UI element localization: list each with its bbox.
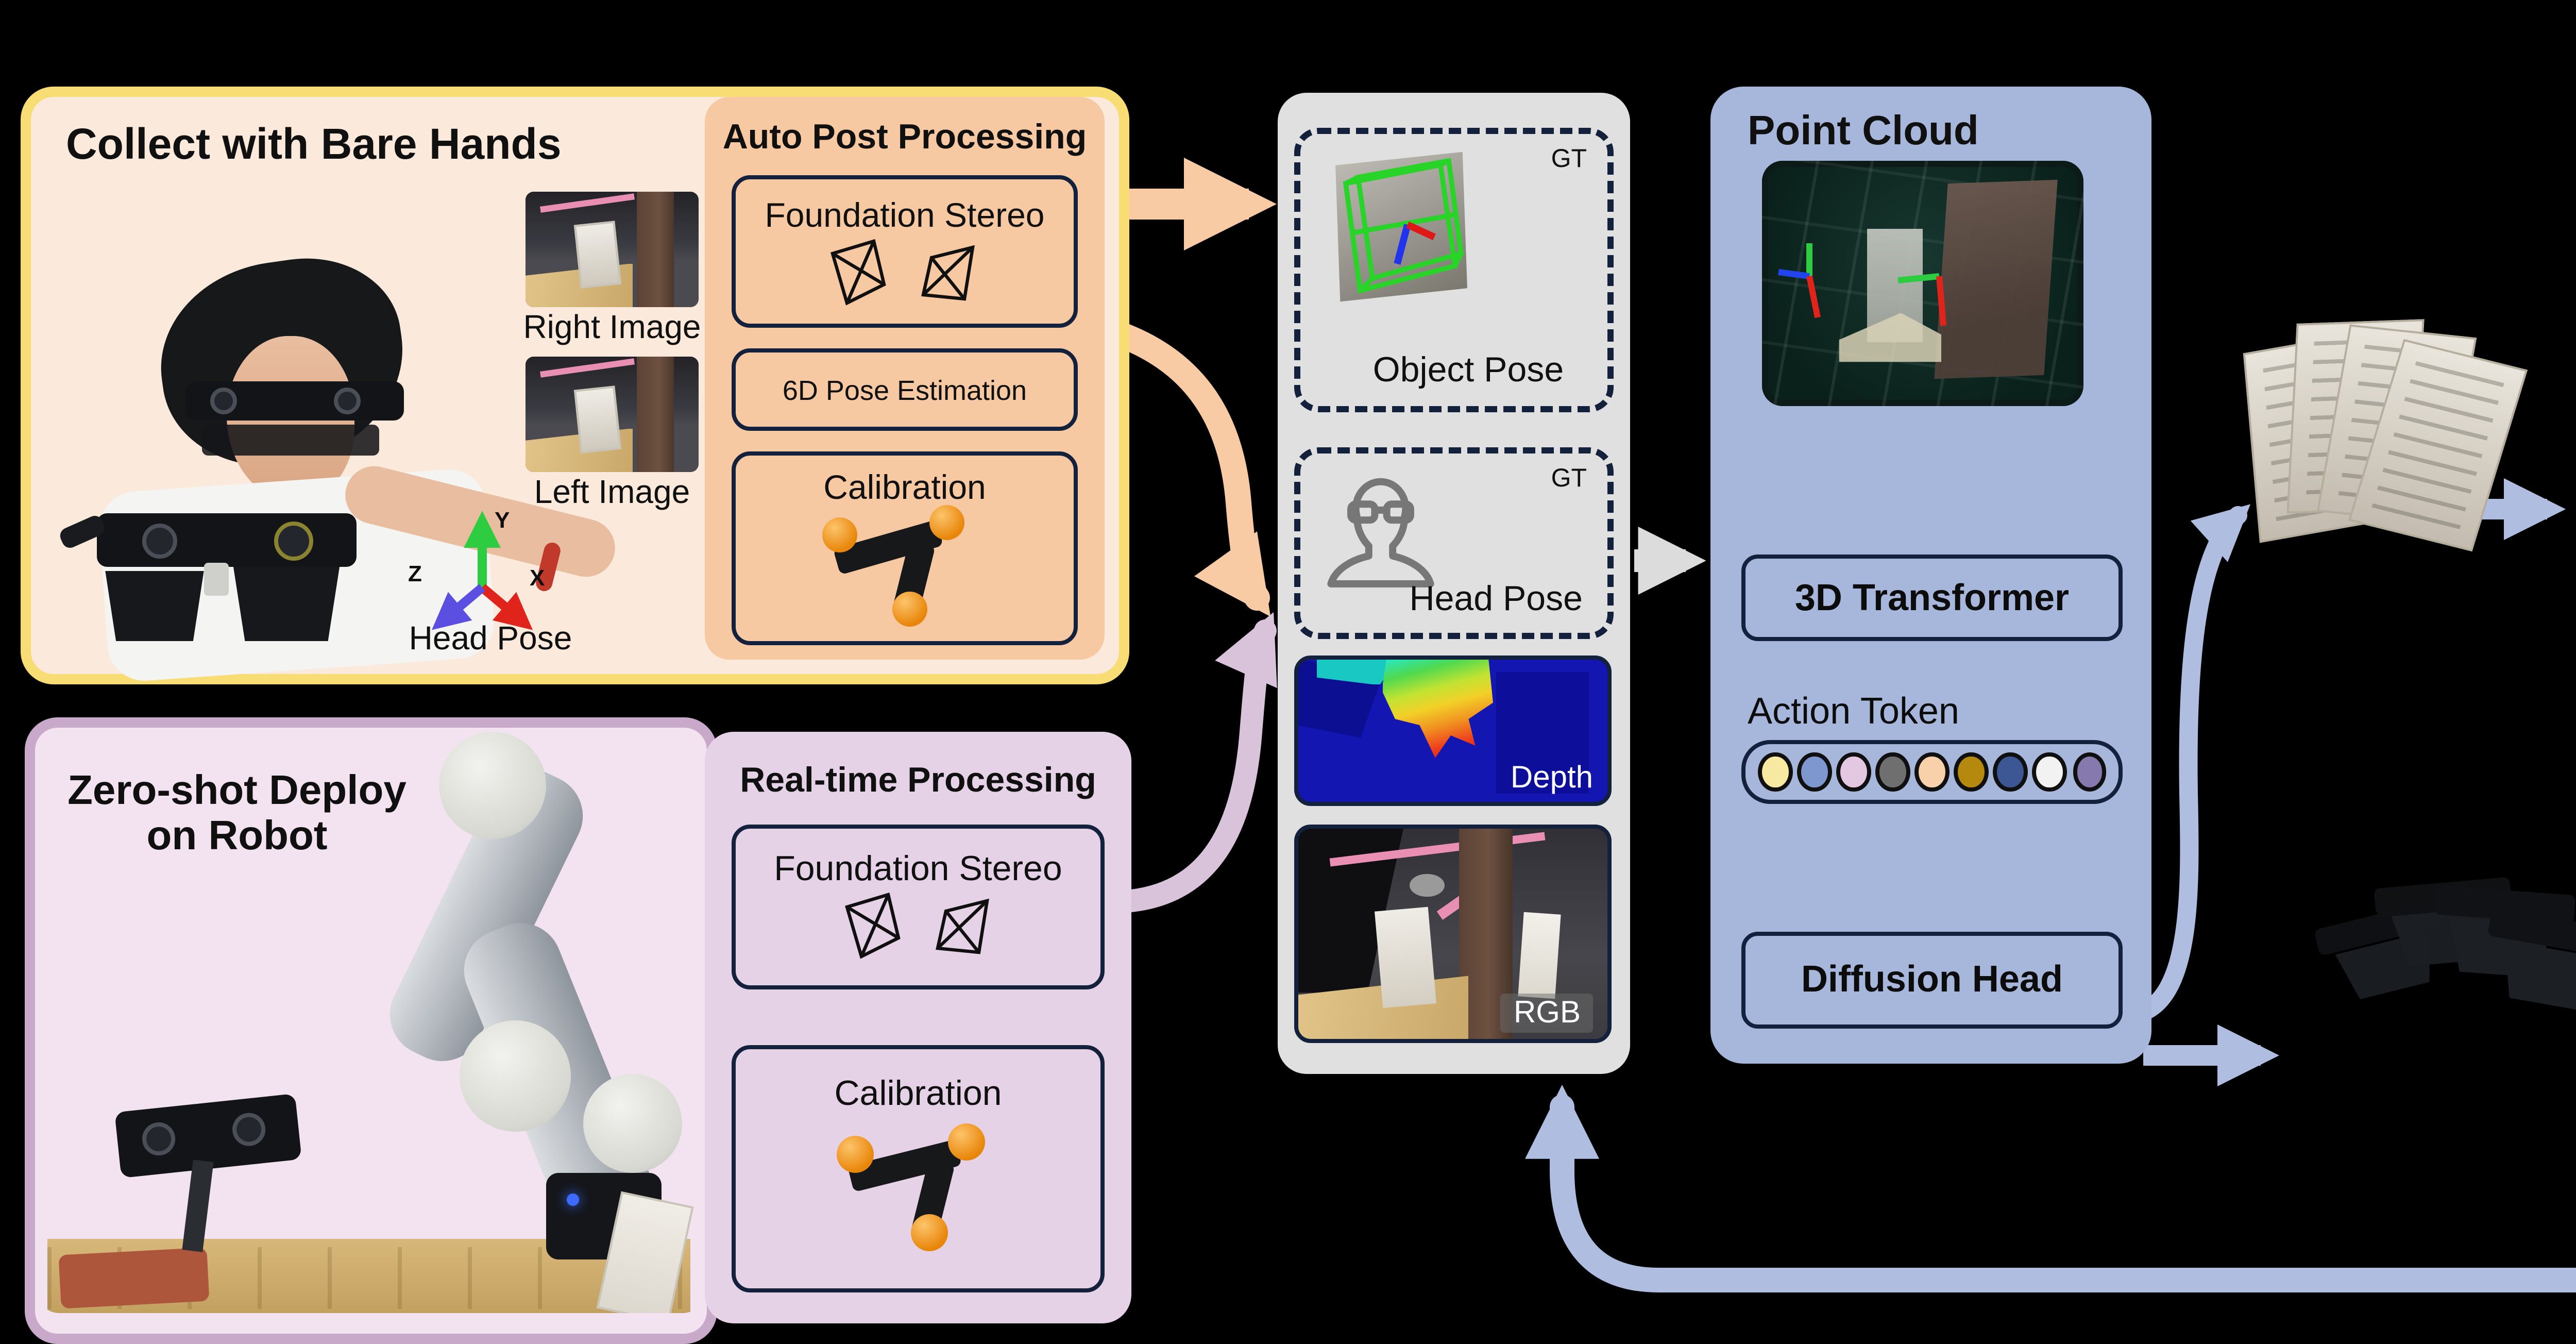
- person-glasses: [202, 425, 379, 456]
- head-pose-trajectory: [2313, 866, 2576, 1088]
- realtime-foundation-stereo-box: Foundation Stereo: [732, 825, 1105, 989]
- action-token-circle: [1875, 752, 1910, 792]
- zero-shot-deploy-panel: Zero-shot Deploy on Robot: [25, 717, 717, 1344]
- head-with-glasses-icon: [1327, 478, 1434, 587]
- foundation-stereo-box: Foundation Stereo: [732, 175, 1078, 328]
- deploy-title-line2: on Robot: [146, 815, 328, 861]
- realtime-calibration-box: Calibration: [732, 1045, 1105, 1292]
- head-pose-label: Head Pose: [409, 623, 572, 658]
- action-token-circle: [1836, 752, 1871, 792]
- arrow-diffusion-to-object-trajectory: [2126, 504, 2251, 1023]
- observation-panel: GT Object Pose GT: [1278, 93, 1630, 1074]
- foundation-stereo-label: Foundation Stereo: [765, 198, 1045, 235]
- rgb-image: RGB: [1294, 825, 1612, 1043]
- pose-estimation-label: 6D Pose Estimation: [782, 374, 1027, 405]
- arrow-feedback-loop: [1525, 1084, 2576, 1292]
- pointcloud-object-axes-icon: [1898, 272, 1947, 325]
- action-token-label: Action Token: [1748, 691, 1959, 732]
- action-token-circle: [1993, 752, 2028, 792]
- collect-title: Collect with Bare Hands: [66, 122, 562, 169]
- object-pose-image: [1325, 150, 1482, 307]
- realtime-processing-panel: Real-time Processing Foundation Stereo C…: [705, 732, 1131, 1323]
- pose-estimation-box: 6D Pose Estimation: [732, 348, 1078, 431]
- right-image-thumbnail: [526, 192, 699, 307]
- head-pose-axes-icon: [431, 511, 533, 630]
- transformer-label: 3D Transformer: [1794, 576, 2070, 617]
- stereo-frustums-icon: [831, 239, 975, 306]
- realtime-foundation-stereo-label: Foundation Stereo: [774, 849, 1062, 888]
- realtime-stereo-frustums-icon: [844, 892, 988, 959]
- person-headset-camera: [185, 381, 404, 421]
- action-token-circle: [1758, 752, 1792, 792]
- point-cloud-image: [1762, 161, 2083, 406]
- point-cloud-title: Point Cloud: [1748, 109, 1979, 155]
- diffusion-head-box: Diffusion Head: [1741, 932, 2123, 1029]
- head-pose-box: GT Head Pose: [1294, 447, 1614, 639]
- person-photo: [97, 246, 659, 683]
- depth-image: Depth: [1294, 656, 1612, 806]
- action-token-circle: [2032, 752, 2067, 792]
- object-pose-gt-badge: GT: [1551, 144, 1587, 173]
- realtime-title: Real-time Processing: [740, 761, 1096, 800]
- calibration-box: Calibration: [732, 451, 1078, 645]
- arrow-realtime-to-depth: [1120, 612, 1277, 912]
- auto-post-processing-panel: Auto Post Processing Foundation Stereo 6…: [705, 97, 1105, 660]
- auto-post-title: Auto Post Processing: [722, 117, 1087, 157]
- deploy-title-line1: Zero-shot Deploy: [67, 769, 406, 814]
- pointcloud-axes-icon: [1778, 242, 1821, 317]
- realtime-calibration-label: Calibration: [834, 1074, 1002, 1113]
- arrow-autopost-to-depth: [1094, 317, 1271, 617]
- action-token-circle: [1954, 752, 1989, 792]
- rgb-label: RGB: [1501, 994, 1593, 1033]
- object-pose-label: Object Pose: [1372, 350, 1564, 390]
- right-image-label: Right Image: [523, 311, 701, 346]
- transformer-box: 3D Transformer: [1741, 555, 2123, 641]
- realtime-calibration-tool-icon: [836, 1123, 1001, 1251]
- policy-panel: Point Cloud 3D Transformer Action Token: [1710, 87, 2151, 1064]
- head-pose-box-label: Head Pose: [1409, 579, 1583, 618]
- deploy-title: Zero-shot Deploy on Robot: [52, 769, 422, 861]
- action-token-circle: [2072, 752, 2106, 792]
- deploy-tray: [58, 1247, 210, 1309]
- object-pose-box: GT Object Pose: [1294, 128, 1614, 412]
- left-image-thumbnail: [526, 357, 699, 472]
- left-image-label: Left Image: [534, 476, 690, 511]
- calibration-tool-icon: [822, 505, 987, 627]
- axis-x-label: X: [530, 567, 545, 592]
- depth-label: Depth: [1510, 761, 1593, 796]
- deploy-robot-photo: [35, 728, 707, 1313]
- calibration-label: Calibration: [823, 470, 986, 507]
- stereo-glasses-photo: [57, 489, 389, 662]
- head-pose-gt-badge: GT: [1551, 464, 1587, 493]
- action-token-circle: [1915, 752, 1949, 792]
- action-token-row: [1741, 740, 2123, 804]
- diffusion-head-label: Diffusion Head: [1801, 959, 2063, 1000]
- axis-z-label: Z: [408, 563, 422, 587]
- action-token-circle: [1797, 752, 1832, 792]
- object-pose-trajectory: [2243, 313, 2539, 602]
- axis-y-label: Y: [495, 509, 510, 534]
